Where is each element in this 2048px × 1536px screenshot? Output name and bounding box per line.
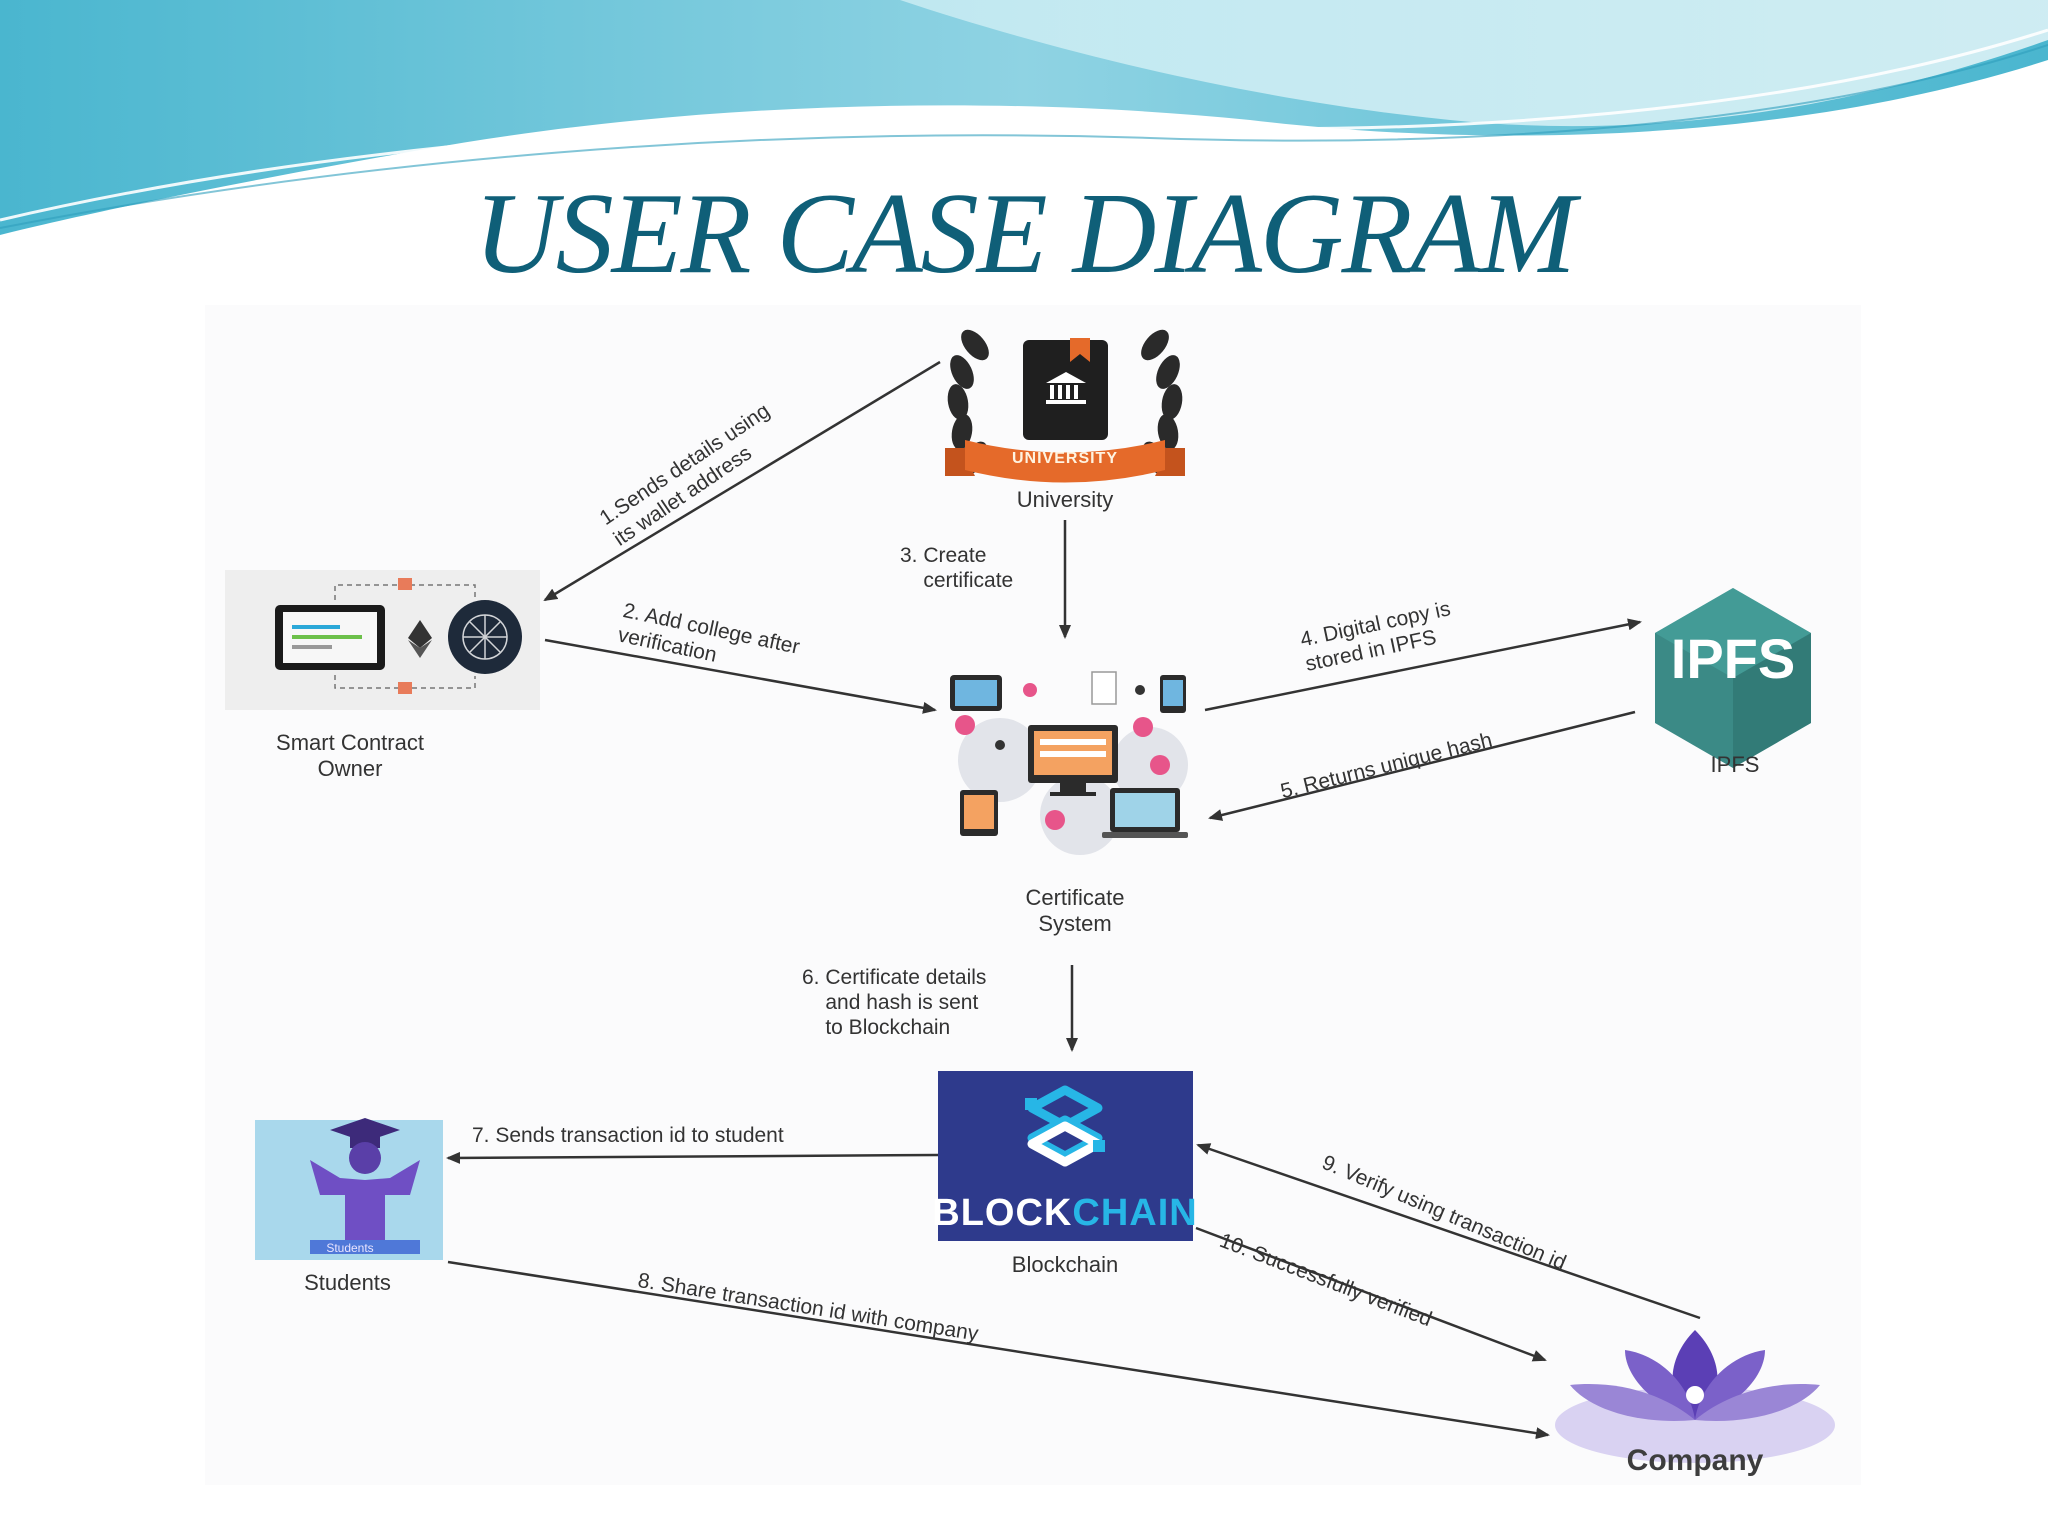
node-label-smart-contract-owner: Smart Contract Owner	[276, 730, 424, 781]
blockchain-logo-text: BLOCKCHAIN	[932, 1192, 1197, 1234]
diagram-background	[205, 305, 1861, 1485]
students-logo-text: Students	[326, 1241, 373, 1255]
edge-5-arrow	[1208, 710, 1636, 821]
lotus-logo	[1555, 1330, 1835, 1463]
edge-label-3: 3. Create certificate	[900, 544, 1014, 592]
edge-10-arrow	[1195, 1226, 1547, 1362]
smart-contract-illustration	[225, 570, 540, 710]
node-label-students: Students	[304, 1270, 391, 1295]
edges	[446, 360, 1701, 1440]
university-laurel-logo	[945, 329, 1185, 483]
graduate-student-icon	[255, 1118, 443, 1260]
company-logo-text: Company	[1627, 1444, 1764, 1477]
edge-label-6: 6. Certificate details and hash is sent …	[802, 966, 987, 1039]
university-logo-text: UNIVERSITY	[1012, 450, 1118, 467]
edge-2-arrow	[544, 638, 937, 714]
node-label-certificate-system: Certificate System	[1025, 885, 1125, 936]
slide-title: USER CASE DIAGRAM	[474, 170, 1576, 298]
ipfs-hexagon-logo	[1655, 588, 1811, 768]
node-label-ipfs: IPFS	[1710, 752, 1760, 777]
node-label-university: University	[1016, 487, 1114, 512]
blockchain-logo	[938, 1071, 1193, 1241]
edge-9-arrow	[1196, 1143, 1701, 1320]
edge-label-7: 7. Sends transaction id to student	[472, 1124, 784, 1147]
ipfs-logo-text: IPFS	[1671, 627, 1795, 690]
devices-network-illustration	[950, 671, 1188, 855]
header-wave-decoration	[0, 0, 2048, 235]
edge-7-arrow	[446, 1151, 939, 1164]
edge-8-arrow	[447, 1260, 1550, 1440]
edge-4-arrow	[1204, 618, 1642, 712]
node-label-blockchain: Blockchain	[1011, 1252, 1119, 1277]
edge-1-arrow	[543, 360, 941, 602]
